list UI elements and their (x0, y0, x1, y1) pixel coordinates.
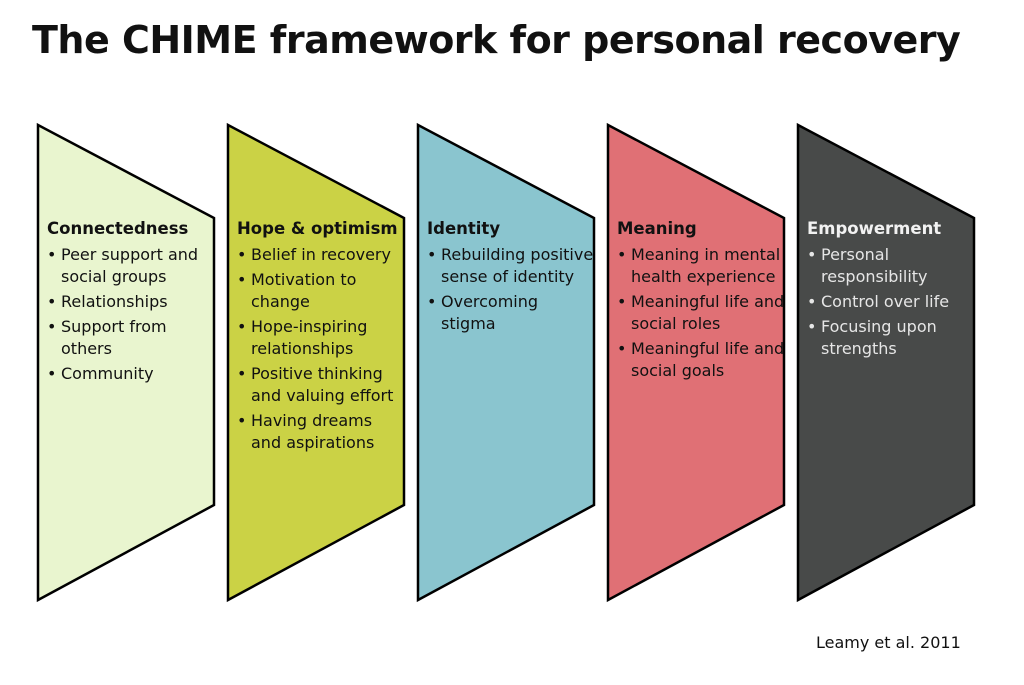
pillar-list-item: Meaning in mental health experience (617, 244, 787, 288)
pillar-heading: Identity (427, 219, 501, 238)
pillar-list-item: Relationships (47, 291, 217, 313)
pillar-heading: Hope & optimism (237, 219, 398, 238)
pillar-heading: Connectedness (47, 219, 189, 238)
pillar-list-item: Meaningful life and social roles (617, 291, 787, 335)
pillar-list: Peer support and social groupsRelationsh… (47, 244, 217, 385)
pillar-list-item: Peer support and social groups (47, 244, 217, 288)
pillar-heading: Meaning (617, 219, 697, 238)
pillar-list-item: Belief in recovery (237, 244, 407, 266)
pillar-list-item: Overcoming stigma (427, 291, 597, 335)
pillar-column: IdentityRebuilding positive sense of ide… (427, 219, 597, 338)
pillar-list: Belief in recoveryMotivation to changeHo… (237, 244, 407, 454)
pillar-list-item: Having dreams and aspirations (237, 410, 407, 454)
pillar-list-item: Focusing upon strengths (807, 316, 977, 360)
pillar-column: EmpowermentPersonal responsibilityContro… (807, 219, 977, 363)
pillar-list: Personal responsibilityControl over life… (807, 244, 977, 360)
pillar-list-item: Community (47, 363, 217, 385)
page-title: The CHIME framework for personal recover… (32, 18, 961, 62)
pillar-column: ConnectednessPeer support and social gro… (47, 219, 217, 388)
pillar-list-item: Support from others (47, 316, 217, 360)
pillar-column: Hope & optimismBelief in recoveryMotivat… (237, 219, 407, 457)
pillar-column: MeaningMeaning in mental health experien… (617, 219, 787, 385)
pillar-list-item: Control over life (807, 291, 977, 313)
pillar-heading: Empowerment (807, 219, 942, 238)
pillar-list-item: Hope-inspiring relationships (237, 316, 407, 360)
pillar-list-item: Personal responsibility (807, 244, 977, 288)
pillar-shape-identity (416, 122, 596, 603)
pillar-list-item: Rebuilding positive sense of identity (427, 244, 597, 288)
pillar-list-item: Positive thinking and valuing effort (237, 363, 407, 407)
citation: Leamy et al. 2011 (816, 633, 961, 652)
pillar-list: Rebuilding positive sense of identityOve… (427, 244, 597, 335)
pillar-list: Meaning in mental health experienceMeani… (617, 244, 787, 382)
pillar-list-item: Meaningful life and social goals (617, 338, 787, 382)
pillar-list-item: Motivation to change (237, 269, 407, 313)
